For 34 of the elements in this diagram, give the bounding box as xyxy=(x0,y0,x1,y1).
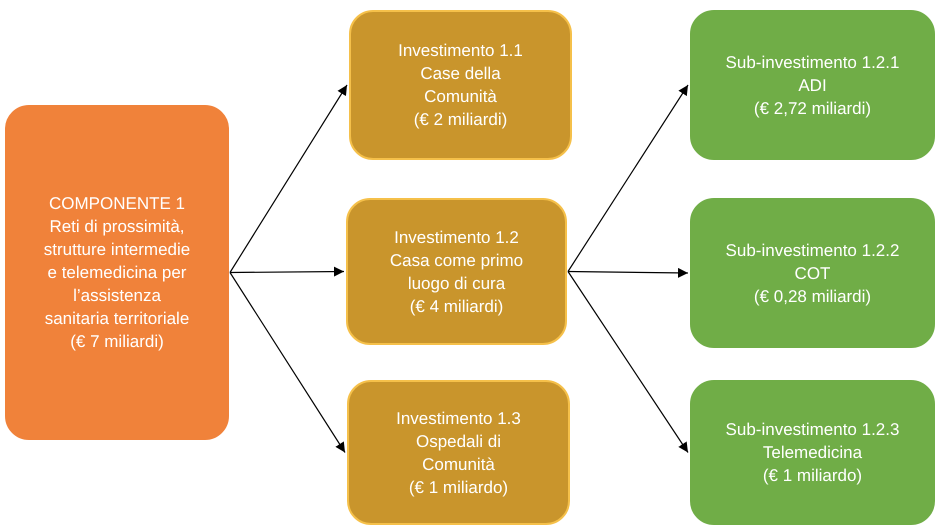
box-text: Telemedicina xyxy=(762,442,864,464)
sub-investment-box xyxy=(690,10,935,160)
investment-box xyxy=(346,198,567,345)
box-text: Investimento 1.3 xyxy=(395,408,522,430)
box-text: Sub-investimento 1.2.2 xyxy=(724,240,900,262)
sub-investment-box xyxy=(690,198,935,348)
box-text: Casa come primo luogo di cura xyxy=(388,250,524,294)
box-text: COMPONENTE 1 xyxy=(48,193,186,215)
box-text: Ospedali di Comunità xyxy=(414,430,502,476)
arrow xyxy=(568,271,688,453)
box-text: (€ 2,72 miliardi) xyxy=(752,98,872,120)
box-text: (€ 1 miliardo) xyxy=(408,476,510,498)
arrow xyxy=(230,266,344,277)
box-text: Investimento 1.1 xyxy=(397,40,524,62)
box-text: ADI xyxy=(797,74,828,96)
box-text: Reti di prossimità, strutture intermedie e telemedicina per l’assistenza sanitaria territoriale xyxy=(42,216,192,330)
sub-investment-box xyxy=(690,380,935,525)
box-text: (€ 7 miliardi) xyxy=(69,331,165,353)
box-text: (€ 1 miliardo) xyxy=(762,465,864,487)
investment-box xyxy=(347,380,570,525)
box-text: (€ 0,28 miliardi) xyxy=(752,286,872,308)
box-text: Sub-investimento 1.2.3 xyxy=(724,419,900,441)
component-box xyxy=(5,105,229,440)
investment-box xyxy=(349,10,572,160)
arrow xyxy=(230,272,346,453)
box-text: (€ 2 miliardi) xyxy=(412,109,508,131)
arrow xyxy=(568,268,688,278)
arrow xyxy=(568,84,688,272)
box-text: Case della Comunità xyxy=(419,63,502,108)
box-text: Investimento 1.2 xyxy=(393,226,520,248)
box-text: COT xyxy=(794,262,832,284)
arrow xyxy=(230,84,348,273)
box-text: Sub-investimento 1.2.1 xyxy=(724,52,900,74)
box-text: (€ 4 miliardi) xyxy=(408,296,504,318)
